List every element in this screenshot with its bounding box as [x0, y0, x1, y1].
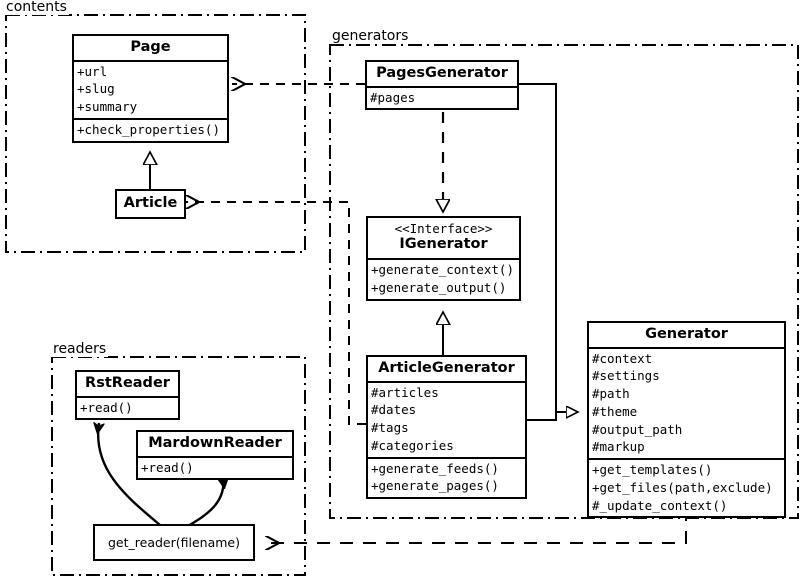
- rel-pagesgenerator-to-generator: [519, 83, 578, 412]
- class-generator-attributes: #context #settings #path #theme #output_…: [589, 346, 784, 459]
- attribute: +summary: [77, 99, 138, 115]
- class-rstreader-name: RstReader: [85, 375, 170, 391]
- attribute: #markup: [592, 439, 645, 455]
- attribute: #dates: [371, 402, 417, 418]
- class-generator-name: Generator: [645, 326, 728, 342]
- class-mardownreader[interactable]: MardownReader +read(): [136, 430, 294, 481]
- class-articlegenerator[interactable]: ArticleGenerator #articles #dates #tags …: [366, 355, 527, 500]
- class-igenerator-stereotype: <<Interface>>: [394, 221, 493, 236]
- class-igenerator[interactable]: <<Interface>> IGenerator +generate_conte…: [366, 216, 521, 301]
- attribute: #theme: [592, 403, 638, 419]
- method: #_update_context(): [592, 497, 728, 513]
- class-rstreader-methods: +read(): [77, 395, 178, 419]
- class-articlegenerator-attributes: #articles #dates #tags #categories: [368, 380, 525, 457]
- attribute: #settings: [592, 368, 660, 384]
- class-mardownreader-name: MardownReader: [148, 435, 282, 451]
- class-mardownreader-methods: +read(): [138, 455, 292, 479]
- class-generator-methods: +get_templates() +get_files(path,exclude…: [589, 458, 784, 516]
- method: +get_files(path,exclude): [592, 479, 773, 495]
- class-pagesgenerator-attributes: #pages: [367, 85, 517, 109]
- attribute: +slug: [77, 81, 115, 97]
- class-article-name: Article: [123, 195, 178, 211]
- method: +get_templates(): [592, 462, 713, 478]
- method: +generate_pages(): [371, 478, 499, 494]
- class-generator[interactable]: Generator #context #settings #path #them…: [587, 321, 786, 519]
- package-label-readers: readers: [51, 341, 109, 357]
- package-label-generators: generators: [330, 28, 411, 44]
- rel-getreader-to-mardownreader: [185, 478, 223, 529]
- method: +generate_context(): [371, 262, 514, 278]
- attribute: #output_path: [592, 421, 683, 437]
- class-pagesgenerator-name: PagesGenerator: [376, 65, 508, 81]
- attribute: #pages: [370, 89, 416, 105]
- rel-articlegenerator-to-article: [186, 202, 366, 425]
- function-get-reader-label: get_reader(filename): [108, 535, 240, 550]
- class-igenerator-methods: +generate_context() +generate_output(): [368, 258, 519, 299]
- method: +check_properties(): [77, 121, 220, 137]
- attribute: #articles: [371, 384, 439, 400]
- class-page[interactable]: Page +url +slug +summary +check_properti…: [72, 34, 229, 143]
- package-label-contents: contents: [4, 0, 69, 15]
- class-pagesgenerator[interactable]: PagesGenerator #pages: [365, 60, 519, 111]
- attribute: +url: [77, 63, 108, 79]
- class-page-methods: +check_properties(): [74, 117, 227, 141]
- attribute: #tags: [371, 420, 409, 436]
- method: +generate_feeds(): [371, 460, 499, 476]
- class-page-attributes: +url +slug +summary: [74, 59, 227, 118]
- method: +read(): [141, 459, 194, 475]
- class-articlegenerator-name: ArticleGenerator: [378, 360, 515, 376]
- attribute: #path: [592, 386, 630, 402]
- rel-articlegenerator-to-generator: [527, 412, 557, 421]
- class-igenerator-label: IGenerator: [399, 236, 488, 253]
- method: +generate_output(): [371, 279, 507, 295]
- method: +read(): [80, 399, 133, 415]
- attribute: #categories: [371, 437, 454, 453]
- class-igenerator-name: <<Interface>> IGenerator: [368, 218, 519, 258]
- attribute: #context: [592, 350, 653, 366]
- function-get-reader[interactable]: get_reader(filename): [93, 524, 255, 561]
- class-article[interactable]: Article: [115, 189, 186, 219]
- class-page-name: Page: [130, 39, 171, 55]
- class-rstreader[interactable]: RstReader +read(): [75, 370, 180, 421]
- class-articlegenerator-methods: +generate_feeds() +generate_pages(): [368, 456, 525, 498]
